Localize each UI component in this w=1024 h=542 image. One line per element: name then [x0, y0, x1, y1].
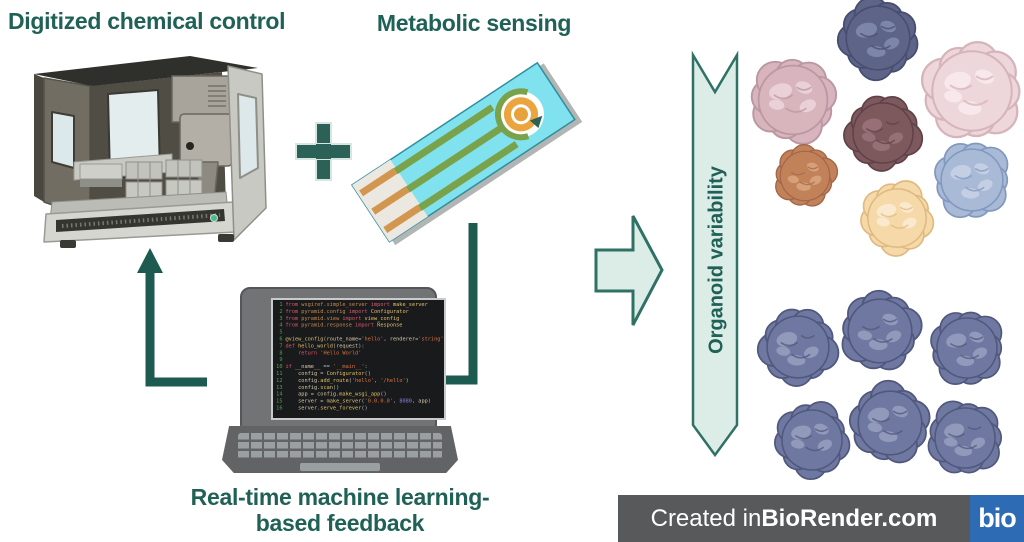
sensor-pointer — [529, 115, 543, 128]
organoid — [843, 95, 924, 172]
organoid-bottom-cluster — [756, 289, 1003, 481]
robot-arm-knob — [186, 142, 194, 150]
robot-top-panel — [34, 56, 258, 86]
biosensor-illustration — [350, 61, 583, 246]
laptop-keyboard — [238, 433, 442, 460]
robot-power-led — [210, 214, 218, 222]
organoid — [934, 142, 1009, 219]
watermark-prefix: Created in — [650, 504, 762, 532]
robot-vent-ticks — [61, 213, 221, 228]
watermark-bar: Created in BioRender.com — [618, 495, 970, 542]
biorender-logo: bio — [970, 495, 1024, 542]
organoid — [930, 311, 1003, 385]
robot-microplates — [79, 159, 203, 199]
organoid — [775, 143, 839, 207]
organoid — [848, 379, 931, 464]
title-metabolic-sensing: Metabolic sensing — [376, 10, 572, 36]
robot-front-strip — [56, 209, 225, 232]
robot-right-window — [237, 93, 259, 179]
organoid — [756, 308, 840, 388]
title-digitized-chemical-control: Digitized chemical control — [8, 8, 286, 34]
organoid — [927, 400, 1003, 474]
caption-feedback-line1: Real-time machine learning- — [190, 484, 490, 510]
organoid-top-cluster — [750, 0, 1021, 257]
watermark-brand: BioRender.com — [761, 504, 938, 532]
flow-arrow-right — [594, 215, 664, 326]
sensor-traces — [393, 104, 519, 211]
banner-label: Organoid variability — [706, 165, 728, 354]
sensor-working-electrode — [513, 107, 528, 122]
liquid-handler-illustration — [34, 56, 267, 248]
robot-foot-left — [60, 240, 76, 248]
robot-arm-vents — [208, 85, 226, 107]
robot-left-edge — [34, 74, 44, 202]
feedback-arrow-up — [137, 248, 207, 387]
organoid — [841, 289, 923, 371]
watermark: Created in BioRender.com bio — [618, 495, 1024, 542]
organoid — [836, 0, 919, 82]
laptop-trackpad — [300, 463, 380, 471]
plus-icon — [295, 122, 352, 181]
organoid — [773, 401, 851, 481]
robot-foot-right — [218, 234, 234, 242]
variability-banner: Organoid variability — [691, 50, 739, 458]
organoid — [860, 180, 935, 257]
sensor-contact-pads — [359, 167, 422, 234]
caption-feedback-line2: based feedback — [255, 510, 425, 536]
laptop-base — [222, 426, 458, 473]
organoid — [920, 41, 1021, 139]
caption-feedback: Real-time machine learning- based feedba… — [120, 484, 560, 536]
organoid — [750, 58, 838, 145]
